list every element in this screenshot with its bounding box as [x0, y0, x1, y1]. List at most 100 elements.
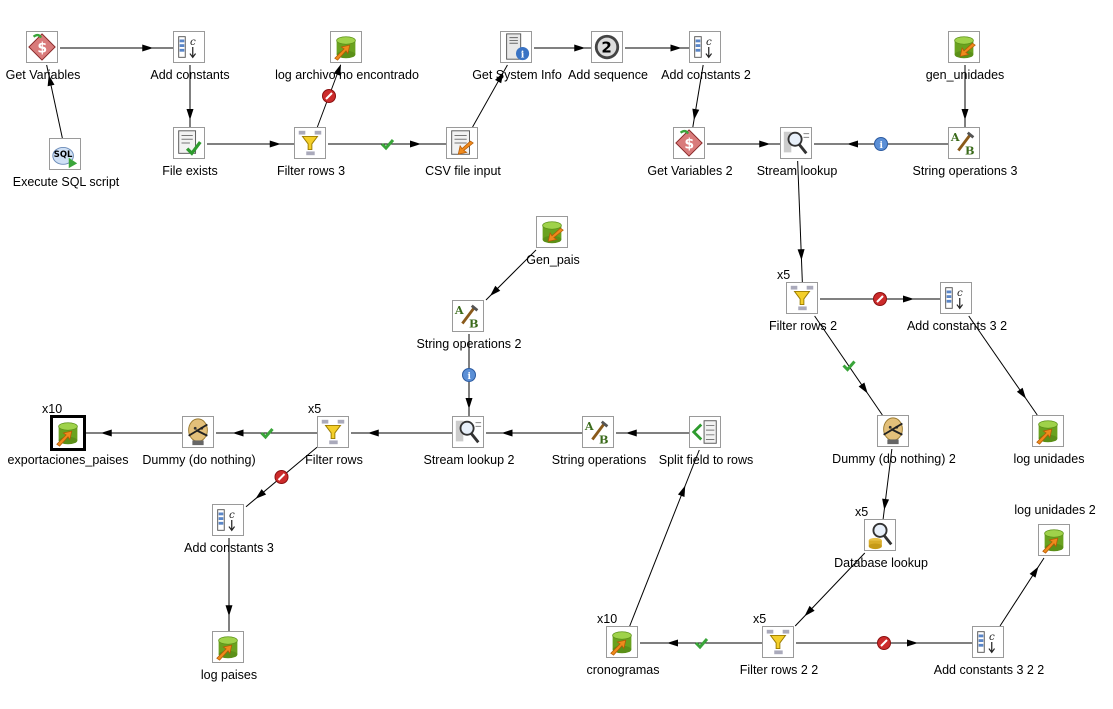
- table-output-icon[interactable]: [1032, 415, 1064, 447]
- table-output-icon[interactable]: [50, 415, 86, 451]
- table-output-icon[interactable]: [212, 631, 244, 663]
- copies-badge: x10: [42, 402, 63, 416]
- step-label: Database lookup: [834, 556, 928, 570]
- true-check-icon: [380, 139, 395, 151]
- svg-text:B: B: [469, 316, 479, 330]
- step-label: log unidades: [1013, 452, 1085, 466]
- hop-arrowhead: [907, 639, 918, 647]
- database-lookup-icon[interactable]: [864, 519, 896, 551]
- copies-badge: x5: [753, 612, 767, 626]
- svg-text:B: B: [965, 143, 975, 157]
- add-constants-icon[interactable]: c: [173, 31, 205, 63]
- copies-badge: x5: [855, 505, 869, 519]
- table-output-icon[interactable]: [606, 626, 638, 658]
- add-constants-icon[interactable]: c: [940, 282, 972, 314]
- step-label: Get Variables: [5, 68, 81, 82]
- hop-arrowhead: [100, 429, 112, 437]
- add-constants-icon[interactable]: c: [212, 504, 244, 536]
- hop-arrowhead: [269, 140, 281, 148]
- hop-arrowhead: [501, 429, 513, 437]
- add-constants-icon[interactable]: c: [972, 626, 1004, 658]
- table-output-icon[interactable]: [1038, 524, 1070, 556]
- stream-lookup-icon[interactable]: [780, 127, 812, 159]
- svg-text:B: B: [599, 432, 609, 446]
- filter-icon[interactable]: [762, 626, 794, 658]
- hop-arrowhead: [255, 489, 267, 499]
- hop-arrowhead: [903, 295, 914, 303]
- sql-script-icon[interactable]: SQL: [49, 138, 81, 170]
- step-label: Stream lookup 2: [423, 453, 515, 467]
- dummy-icon[interactable]: [877, 415, 909, 447]
- sequence-icon[interactable]: 2: [591, 31, 623, 63]
- true-check-icon: [842, 360, 856, 372]
- step-label: Dummy (do nothing): [142, 453, 256, 467]
- hop-stream-lookup-to-filter-rows-2[interactable]: [797, 160, 803, 283]
- step-label: CSV file input: [425, 164, 501, 178]
- svg-text:c: c: [706, 36, 712, 48]
- table-output-icon[interactable]: [330, 31, 362, 63]
- info-icon: i: [462, 368, 476, 382]
- file-exists-icon[interactable]: [173, 127, 205, 159]
- step-label: Filter rows 2 2: [739, 663, 819, 677]
- filter-icon[interactable]: [786, 282, 818, 314]
- hop-arrowhead: [574, 44, 586, 52]
- hop-arrowhead: [847, 140, 858, 148]
- hop-filter-rows-2-to-dummy-2[interactable]: [814, 315, 883, 416]
- add-constants-icon[interactable]: c: [689, 31, 721, 63]
- table-input-icon[interactable]: [536, 216, 568, 248]
- step-label: Add constants: [150, 68, 230, 82]
- step-label: Add constants 3: [184, 541, 274, 555]
- false-stop-icon: [274, 470, 289, 484]
- hop-arrowhead: [692, 108, 700, 120]
- svg-text:$: $: [37, 41, 47, 57]
- hop-arrowhead: [490, 285, 501, 296]
- hop-arrowhead: [47, 74, 55, 87]
- copies-badge: x10: [597, 612, 618, 626]
- step-label: Gen_pais: [526, 253, 580, 267]
- false-stop-icon: [873, 292, 887, 306]
- hop-arrowhead: [670, 44, 682, 52]
- svg-text:i: i: [468, 372, 472, 382]
- get-variables-icon[interactable]: $: [26, 31, 58, 63]
- step-label: log unidades 2: [1014, 503, 1096, 517]
- hop-arrowhead: [495, 72, 504, 84]
- hop-arrowhead: [1029, 566, 1039, 578]
- hop-arrowhead: [465, 398, 473, 409]
- hop-arrowhead: [677, 485, 686, 498]
- step-label: String operations 2: [416, 337, 522, 351]
- hop-arrowhead: [858, 382, 868, 394]
- step-label: String operations 3: [912, 164, 1018, 178]
- step-label: Add constants 3 2 2: [933, 663, 1045, 677]
- step-label: exportaciones_paises: [7, 453, 129, 467]
- get-variables-icon[interactable]: $: [673, 127, 705, 159]
- hop-arrowhead: [961, 109, 969, 120]
- svg-text:A: A: [584, 419, 594, 433]
- true-check-icon: [260, 428, 274, 440]
- copies-badge: x5: [308, 402, 322, 416]
- hop-arrowhead: [1016, 387, 1026, 399]
- table-input-icon[interactable]: [948, 31, 980, 63]
- filter-icon[interactable]: [317, 416, 349, 448]
- hop-arrowhead: [667, 639, 678, 647]
- step-label: Execute SQL script: [12, 175, 120, 189]
- step-label: Add constants 2: [661, 68, 751, 82]
- svg-text:i: i: [521, 49, 525, 60]
- step-label: Stream lookup: [756, 164, 838, 178]
- svg-text:SQL: SQL: [54, 149, 73, 159]
- hop-cronogramas-to-split-field[interactable]: [629, 449, 700, 627]
- filter-icon[interactable]: [294, 127, 326, 159]
- stream-lookup-icon[interactable]: [452, 416, 484, 448]
- csv-input-icon[interactable]: [446, 127, 478, 159]
- dummy-icon[interactable]: [182, 416, 214, 448]
- system-info-icon[interactable]: i: [500, 31, 532, 63]
- copies-badge: x5: [777, 268, 791, 282]
- true-check-icon: [694, 638, 709, 650]
- svg-text:c: c: [229, 509, 235, 521]
- split-field-icon[interactable]: [689, 416, 721, 448]
- svg-text:2: 2: [601, 39, 611, 57]
- step-label: Filter rows 3: [276, 164, 346, 178]
